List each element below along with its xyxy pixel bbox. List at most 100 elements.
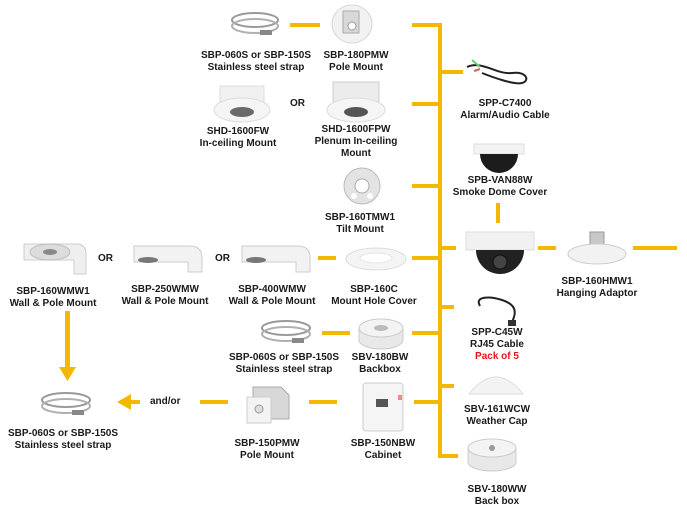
description-line2: Mount [340,148,371,159]
model-name: SBP-250WMW [131,284,199,295]
spine-line [438,24,442,458]
description: Backbox [359,364,401,375]
wall-mount-400-image [241,245,311,273]
description: Alarm/Audio Cable [460,110,550,121]
inceiling-line [412,102,442,106]
wall-holecover-line [318,256,336,260]
model-name: SHD-1600FW [206,126,270,137]
model-name: SBP-160HMW1 [561,276,633,287]
down-arrow-shaft [65,311,70,369]
tilt-line [412,184,442,188]
model-name: SPB-VAN88W [467,175,533,186]
pole-cabinet-line [309,400,337,404]
model-name: SBP-060S or SBP-150S [228,352,340,363]
pole-mount-150-image [246,386,290,424]
product-holecover: SBP-160C Mount Hole Cover [331,284,417,308]
product-alarm-cable: SPP-C7400 Alarm/Audio Cable [460,98,549,122]
model-name: SBV-161WCW [463,404,531,415]
product-weathercap: SBV-161WCW Weather Cap [464,404,530,428]
description: Wall & Pole Mount [228,296,316,307]
model-name: SBP-160TMW1 [324,212,396,223]
product-wall160: SBP-160WMW1 Wall & Pole Mount [10,286,97,310]
cabinet-spine-line [414,400,442,404]
or-label-ceiling: OR [290,98,305,109]
description: Wall & Pole Mount [121,296,209,307]
hanging-adaptor-image [567,231,627,265]
description: Smoke Dome Cover [452,187,548,198]
description: In-ceiling Mount [199,138,277,149]
rj45-cable-image [477,296,516,326]
backbox-180-image [358,318,404,350]
backbox-ww-image [467,438,517,472]
camera-hanging-line [538,246,556,250]
product-pole-top: SBP-180PMW Pole Mount [323,50,388,74]
holecover-spine-line [412,256,442,260]
model-name: SBP-400WMW [238,284,306,295]
alarm-cable-image [466,59,528,85]
product-backbox180: SBV-180BW Backbox [352,352,409,376]
and-or-label: and/or [150,396,181,407]
alarm-line [438,70,463,74]
description: RJ45 Cable [470,339,524,350]
model-name: SHD-1600FPW [321,124,391,135]
description: Cabinet [364,450,402,461]
andor-arrow-head [117,394,131,410]
down-arrow-head [59,367,76,381]
description: Back box [474,496,520,507]
model-name: SBV-180WW [467,484,527,495]
description: Stainless steel strap [207,62,305,73]
model-name: SPP-C7400 [478,98,532,109]
smoke-camera-line [496,203,500,223]
product-smoke-cover: SPB-VAN88W Smoke Dome Cover [453,175,547,199]
product-tilt: SBP-160TMW1 Tilt Mount [325,212,395,236]
product-plenum: SHD-1600FPW Plenum In-ceiling Mount [315,124,398,160]
or-label-wall1: OR [98,253,113,264]
product-strap-left: SBP-060S or SBP-150S Stainless steel str… [8,428,118,452]
wall-mount-250-image [133,245,203,273]
model-name: SBP-060S or SBP-150S [7,428,119,439]
model-name: SBP-060S or SBP-150S [200,50,312,61]
description: Hanging Adaptor [556,288,638,299]
or-label-wall2: OR [215,253,230,264]
strap-backbox-line [322,331,350,335]
product-wall250: SBP-250WMW Wall & Pole Mount [122,284,209,308]
description: Stainless steel strap [235,364,333,375]
product-wall400: SBP-400WMW Wall & Pole Mount [229,284,316,308]
hanging-right-line [633,246,677,250]
model-name: SBP-180PMW [323,50,389,61]
backbox-spine-line [412,331,442,335]
spine-top-cap [412,23,442,27]
description: Pole Mount [240,450,294,461]
smoke-dome-image [473,143,525,173]
steel-strap-mid-image [261,320,311,343]
model-name: SPP-C45W [471,327,523,338]
spine-bottom-cap [438,454,458,458]
dome-camera-image [465,231,535,274]
model-name: SBP-160C [350,284,398,295]
pole-mount-image [331,4,373,44]
model-name: SBV-180BW [351,352,409,363]
spine-camera-line [438,246,456,250]
product-inceiling: SHD-1600FW In-ceiling Mount [200,126,277,150]
andor-arrow-shaft [128,400,140,404]
description: Wall & Pole Mount [9,298,97,309]
description: Pole Mount [329,62,383,73]
andor-pole-line [200,400,228,404]
steel-strap-image [231,12,279,35]
weathercap-line [438,384,454,388]
tilt-mount-image [343,167,381,205]
plenum-mount-image [326,81,386,123]
in-ceiling-mount-image [213,85,271,123]
wall-mount-160-image [23,243,87,275]
description: Plenum In-ceiling [314,136,398,147]
product-rj45: SPP-C45W RJ45 Cable Pack of 5 [470,327,524,363]
strap-pole-line [290,23,320,27]
model-name: SBP-150PMW [234,438,300,449]
description: Stainless steel strap [14,440,112,451]
product-strap-mid: SBP-060S or SBP-150S Stainless steel str… [229,352,339,376]
model-name: SBP-150NBW [350,438,416,449]
description: Weather Cap [466,416,528,427]
steel-strap-left-image [41,392,91,415]
pack-note: Pack of 5 [475,351,519,362]
model-name: SBP-160WMW1 [16,286,90,297]
